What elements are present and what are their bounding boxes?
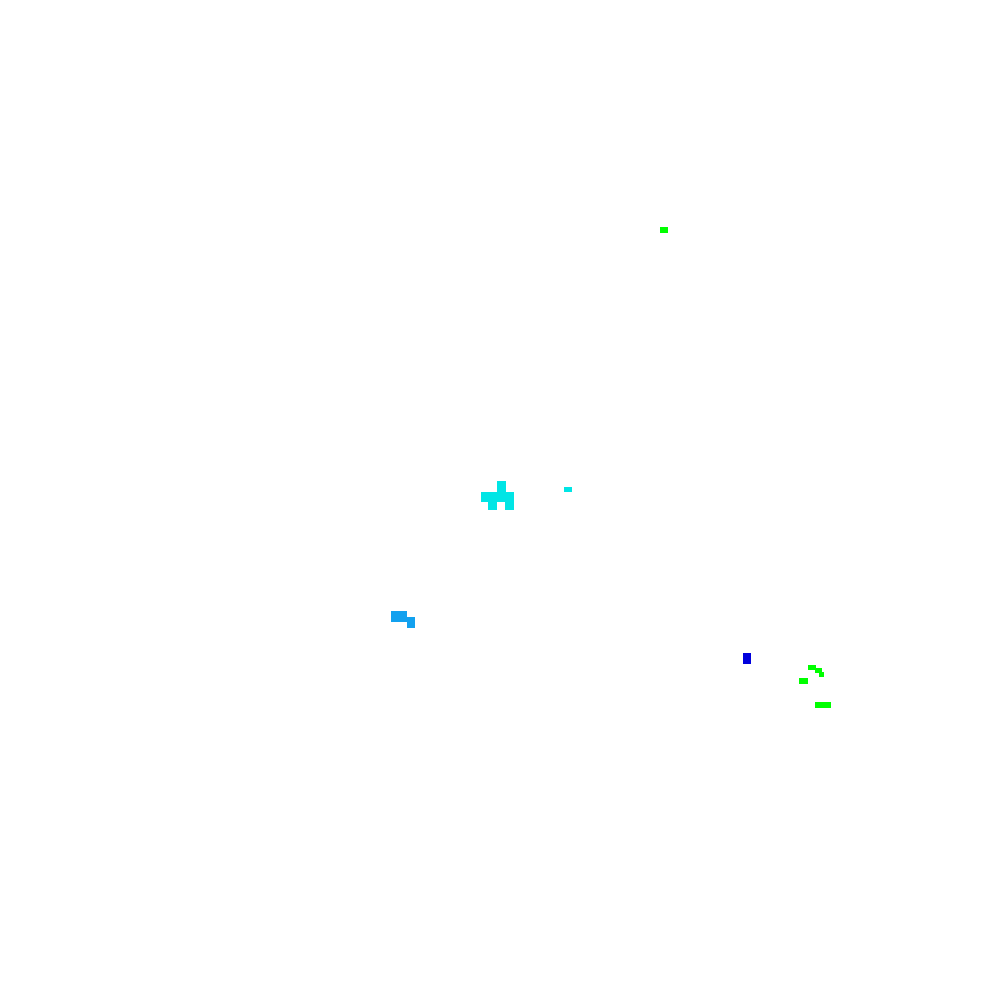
sparse-pixel-canvas [391, 227, 831, 708]
